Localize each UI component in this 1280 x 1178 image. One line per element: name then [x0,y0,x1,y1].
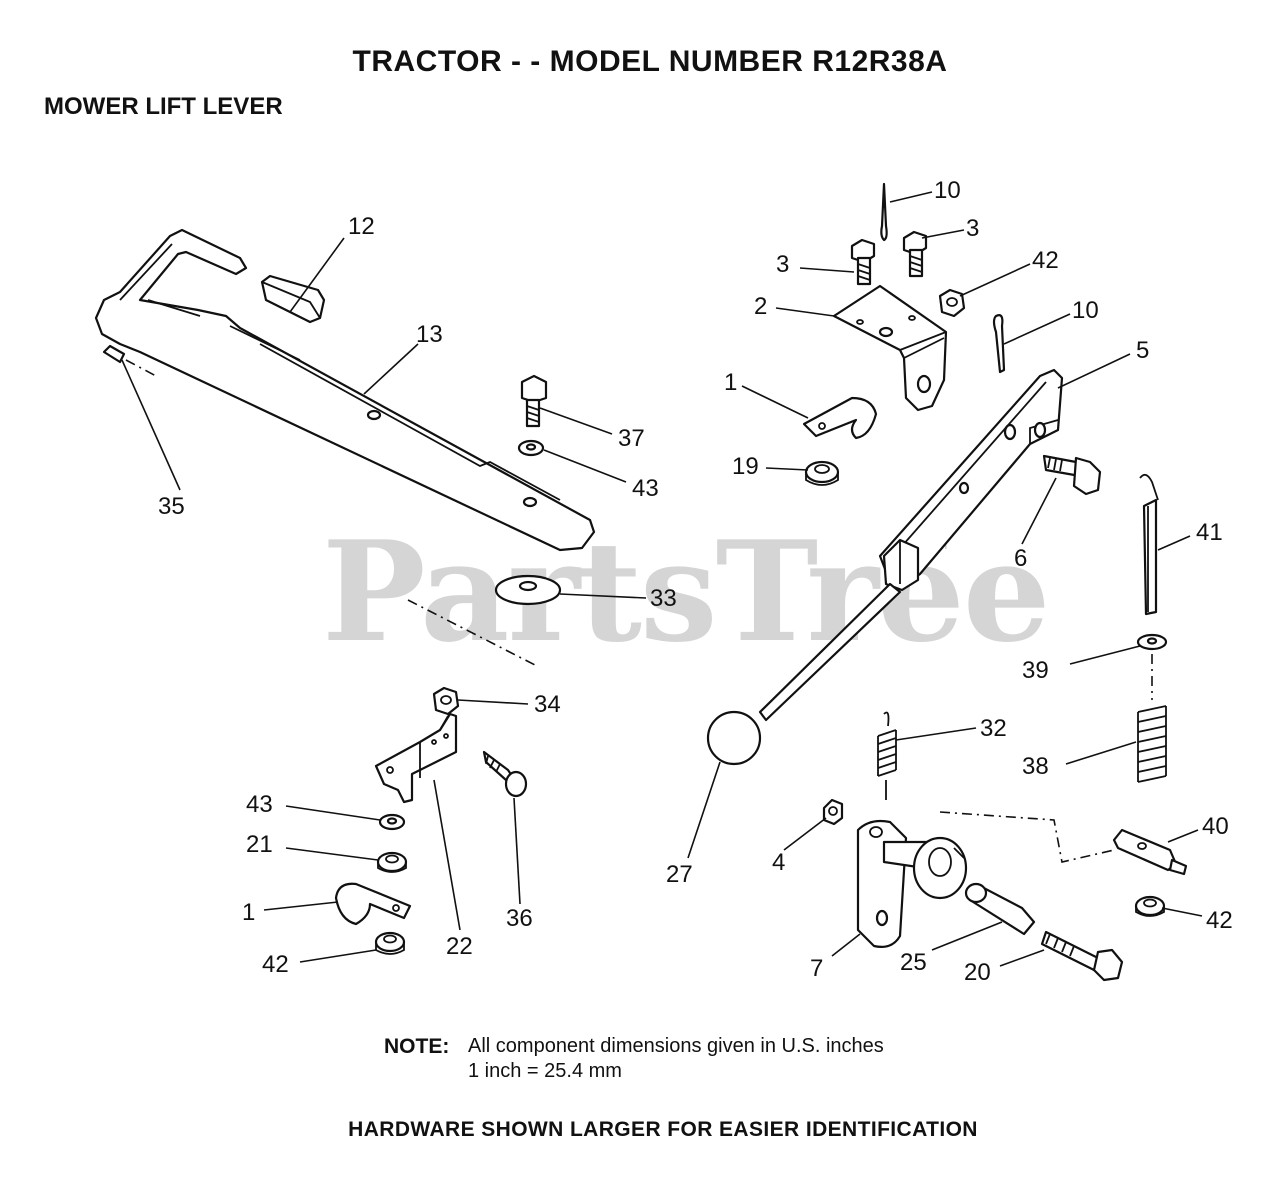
callout-19: 19 [732,453,759,480]
spring-32[interactable] [877,711,897,801]
bracket-2[interactable] [832,284,948,412]
callout-39: 39 [1022,657,1049,684]
callout-labels: 10 3 3 42 2 10 5 1 19 6 41 39 38 12 13 3… [158,177,1233,986]
knob-27[interactable] [706,710,762,766]
callout-34: 34 [534,691,561,718]
callout-42: 42 [262,951,289,978]
callout-3: 3 [966,215,979,242]
pin-35[interactable] [102,344,126,364]
lift-handle-13[interactable] [94,228,596,552]
section-title: MOWER LIFT LEVER [44,93,283,120]
grip-12[interactable] [260,274,326,324]
note-line-2: 1 inch = 25.4 mm [468,1060,622,1082]
callout-43: 43 [632,475,659,502]
callout-27: 27 [666,861,693,888]
callout-42: 42 [1032,247,1059,274]
callout-7: 7 [810,955,823,982]
callout-41: 41 [1196,519,1223,546]
plate-7[interactable] [856,819,968,948]
lift-lever-arm-5[interactable] [758,368,1064,722]
callout-37: 37 [618,425,645,452]
callout-10: 10 [934,177,961,204]
cotter-pin-10-mid[interactable] [992,314,1006,374]
callout-32: 32 [980,715,1007,742]
bolt-3-left[interactable] [850,238,876,286]
callout-6: 6 [1014,545,1027,572]
carriage-bolt-36[interactable] [482,750,528,798]
callout-1: 1 [242,899,255,926]
nut-42-bottom-left[interactable] [374,931,406,955]
cotter-pin-10-top[interactable] [880,182,888,242]
callout-1: 1 [724,369,737,396]
bolt-20[interactable] [1040,930,1124,982]
washer-39[interactable] [1136,633,1168,651]
callout-33: 33 [650,585,677,612]
nut-42-right[interactable] [1134,895,1166,917]
footer-note: HARDWARE SHOWN LARGER FOR EASIER IDENTIF… [348,1118,978,1141]
bracket-22[interactable] [374,712,458,804]
callout-35: 35 [158,493,185,520]
washer-43-top[interactable] [517,439,545,457]
callout-22: 22 [446,933,473,960]
callout-20: 20 [964,959,991,986]
bolt-37[interactable] [520,374,548,428]
washer-43-bottom[interactable] [378,813,406,831]
note-line-1: All component dimensions given in U.S. i… [468,1035,884,1057]
nut-21[interactable] [376,851,408,873]
rod-41[interactable] [1139,473,1159,616]
page-title: TRACTOR - - MODEL NUMBER R12R38A [352,45,948,78]
callout-40: 40 [1202,813,1229,840]
callout-13: 13 [416,321,443,348]
callout-38: 38 [1022,753,1049,780]
callout-36: 36 [506,905,533,932]
callout-2: 2 [754,293,767,320]
nut-34[interactable] [432,686,460,716]
callout-21: 21 [246,831,273,858]
leader-lines [121,191,1203,967]
callout-10: 10 [1072,297,1099,324]
callout-12: 12 [348,213,375,240]
callout-25: 25 [900,949,927,976]
callout-4: 4 [772,849,785,876]
pivot-40[interactable] [1112,828,1188,876]
nut-42-top[interactable] [938,288,966,318]
callout-42: 42 [1206,907,1233,934]
nut-4[interactable] [822,798,844,826]
bolt-6[interactable] [1042,454,1102,496]
note-label: NOTE: [384,1035,450,1058]
bolt-3-right[interactable] [902,230,928,278]
nut-19[interactable] [804,460,840,486]
callout-5: 5 [1136,337,1149,364]
pin-25[interactable] [964,882,1036,936]
washer-33[interactable] [494,574,562,606]
callout-43: 43 [246,791,273,818]
clip-1-top[interactable] [802,396,878,440]
spring-38[interactable] [1137,705,1167,783]
callout-3: 3 [776,251,789,278]
clip-1-bottom[interactable] [334,882,412,926]
